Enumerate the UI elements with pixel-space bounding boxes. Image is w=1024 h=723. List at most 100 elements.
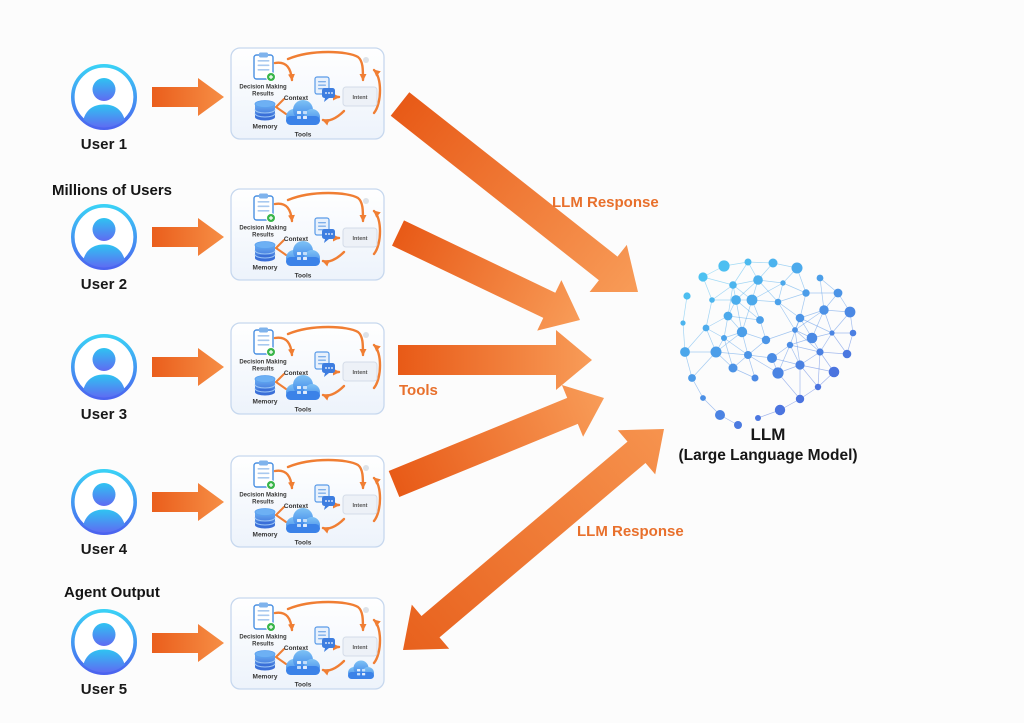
user3-to-agent-arrow (152, 348, 224, 386)
llm-caption: LLM (Large Language Model) (648, 424, 888, 466)
agent-box-5: Decision Making Results Memory Context (230, 597, 385, 690)
tools-cloud-icon (286, 508, 320, 533)
context-label: Context (284, 645, 309, 652)
memory-label: Memory (253, 124, 278, 131)
status-dot (363, 332, 369, 338)
tools-cloud-icon (286, 375, 320, 400)
decision-making-label-line2: Results (252, 233, 274, 239)
llm-subtitle: (Large Language Model) (678, 447, 858, 464)
clipboard-icon (253, 52, 276, 82)
context-label: Context (284, 95, 309, 102)
memory-database-icon (254, 100, 276, 121)
memory-database-icon (254, 241, 276, 262)
tools-label-flow: Tools (399, 382, 438, 399)
memory-label: Memory (253, 674, 278, 681)
user4-to-agent-arrow (152, 483, 224, 521)
user-1-avatar-icon (70, 63, 138, 131)
intent-box: Intent (342, 227, 378, 248)
agent-output-label: Agent Output (64, 584, 160, 601)
clipboard-icon (253, 602, 276, 632)
agent3-to-llm-tools-arrow (398, 330, 592, 390)
user-2-label: User 2 (80, 276, 128, 293)
memory-label: Memory (253, 265, 278, 272)
decision-making-label-line2: Results (252, 367, 274, 373)
user-5-label: User 4 (80, 541, 128, 558)
agent1-to-llm-arrow (390, 92, 638, 292)
user-3-label: User 3 (80, 406, 128, 423)
llm-response-label-bottom: LLM Response (577, 523, 684, 540)
user-1-block: User 1 (69, 62, 139, 153)
user-2-block: User 2 (69, 202, 139, 293)
millions-of-users-label: Millions of Users (52, 182, 173, 199)
llm-brain-illustration (680, 258, 857, 429)
clipboard-icon (253, 193, 276, 223)
context-label: Context (284, 370, 309, 377)
agent-flow-arrows (273, 458, 382, 534)
agent-box-2: Decision Making Results Memory Context (230, 188, 385, 281)
memory-database-icon (254, 375, 276, 396)
decision-making-label-line2: Results (252, 500, 274, 506)
intent-label: Intent (353, 236, 368, 242)
clipboard-icon (253, 460, 276, 490)
agent-flow-arrows (273, 191, 382, 267)
agent-box-diagram: Decision Making Results Memory Context (230, 47, 385, 140)
intent-box: Intent (342, 494, 378, 515)
context-label: Context (284, 503, 309, 510)
user-5-block: User 5 (69, 607, 139, 698)
tools-label: Tools (295, 540, 312, 547)
decision-making-label-line1: Decision Making (239, 493, 287, 499)
decision-making-label-line1: Decision Making (239, 635, 287, 641)
tools-cloud-icon (286, 650, 320, 675)
agent-flow-arrows (273, 600, 382, 676)
agent4-to-llm-arrow (388, 385, 604, 497)
document-chat-icon (314, 484, 335, 510)
user-4-avatar-icon (70, 468, 138, 536)
status-dot (363, 465, 369, 471)
tools-label: Tools (295, 682, 312, 689)
agent-box-3: Decision Making Results Memory Context (230, 322, 385, 415)
tools-cloud-icon (286, 241, 320, 266)
agent-box-diagram: Decision Making Results Memory Context (230, 597, 385, 690)
memory-database-icon (254, 650, 276, 671)
tools-cloud-icon (286, 100, 320, 125)
user5-to-agent-arrow (152, 624, 224, 662)
status-dot (363, 198, 369, 204)
agent-box-4: Decision Making Results Memory Context (230, 455, 385, 548)
user-4-block: User 4 (69, 467, 139, 558)
intent-label: Intent (353, 95, 368, 101)
tools-label: Tools (295, 273, 312, 280)
intent-label: Intent (353, 370, 368, 376)
user-5-label: User 5 (80, 681, 128, 698)
intent-label: Intent (353, 645, 368, 651)
memory-label: Memory (253, 399, 278, 406)
user-3-block: User 3 (69, 332, 139, 423)
document-chat-icon (314, 626, 335, 652)
decision-making-label-line2: Results (252, 642, 274, 648)
intent-box: Intent (342, 636, 378, 657)
document-chat-icon (314, 351, 335, 377)
decision-making-label-line1: Decision Making (239, 85, 287, 91)
user2-to-agent-arrow (152, 218, 224, 256)
agent-flow-arrows (273, 50, 382, 126)
status-dot (363, 57, 369, 63)
agent-flow-arrows (273, 325, 382, 401)
agent-box-diagram: Decision Making Results Memory Context (230, 455, 385, 548)
user1-to-agent-arrow (152, 78, 224, 116)
agent-box-diagram: Decision Making Results Memory Context (230, 188, 385, 281)
agent-box-1: Decision Making Results Memory Context (230, 47, 385, 140)
llm-title: LLM (750, 425, 786, 444)
tools-label: Tools (295, 132, 312, 139)
intent-box: Intent (342, 361, 378, 382)
tools-label: Tools (295, 407, 312, 414)
agent-box-diagram: Decision Making Results Memory Context (230, 322, 385, 415)
status-dot (363, 607, 369, 613)
user-5-avatar-icon (70, 608, 138, 676)
llm-response-label-top: LLM Response (552, 194, 659, 211)
user-2-avatar-icon (70, 203, 138, 271)
intent-label: Intent (353, 503, 368, 509)
user-1-label: User 1 (80, 136, 128, 153)
document-chat-icon (314, 217, 335, 243)
context-label: Context (284, 236, 309, 243)
